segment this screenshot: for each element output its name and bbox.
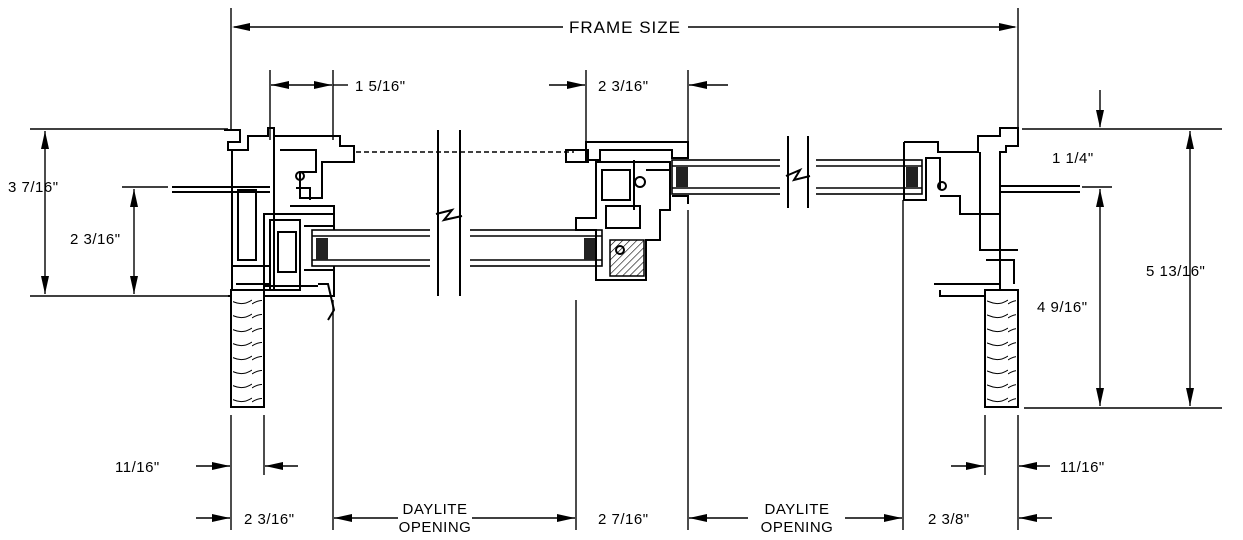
bottom-daylite-right-line2: OPENING — [761, 519, 834, 536]
left-trim-label: 11/16" — [115, 459, 160, 476]
top-center-sash-dimension: 2 3/16" — [549, 70, 728, 142]
bottom-left-frame-label: 2 3/16" — [244, 511, 295, 528]
left-inner-height-label: 2 3/16" — [70, 231, 121, 248]
bottom-right-frame-label: 2 3/8" — [928, 511, 970, 528]
trim-dimensions: 11/16" 11/16" — [115, 415, 1105, 530]
left-glass-unit — [311, 130, 603, 300]
frame-size-dimension: FRAME SIZE — [230, 8, 1019, 130]
right-jamb-profile — [903, 127, 1080, 408]
bottom-meeting-rail-label: 2 7/16" — [598, 511, 649, 528]
left-jamb-profile — [172, 127, 355, 408]
top-left-sash-dimension: 1 5/16" — [269, 70, 406, 140]
top-center-sash-label: 2 3/16" — [598, 78, 649, 95]
bottom-daylite-right-line1: DAYLITE — [765, 501, 830, 518]
frame-size-label: FRAME SIZE — [569, 18, 681, 37]
left-overall-height-label: 3 7/16" — [8, 179, 59, 196]
right-lower-height-label: 4 9/16" — [1037, 299, 1088, 316]
top-left-sash-label: 1 5/16" — [355, 78, 406, 95]
right-top-offset-label: 1 1/4" — [1052, 150, 1094, 167]
right-trim-label: 11/16" — [1060, 459, 1105, 476]
right-glass-unit — [671, 136, 923, 210]
right-height-dimensions: 1 1/4" 4 9/16" 5 13/16" — [1022, 90, 1222, 409]
right-overall-height-label: 5 13/16" — [1146, 263, 1205, 280]
meeting-rail-profile — [565, 141, 689, 281]
left-height-dimensions: 3 7/16" 2 3/16" — [8, 128, 228, 297]
bottom-daylite-left-line2: OPENING — [399, 519, 472, 536]
bottom-dimensions: 2 3/16" DAYLITE OPENING 2 7/16" DAYLITE … — [196, 200, 1052, 536]
bottom-daylite-left-line1: DAYLITE — [403, 501, 468, 518]
